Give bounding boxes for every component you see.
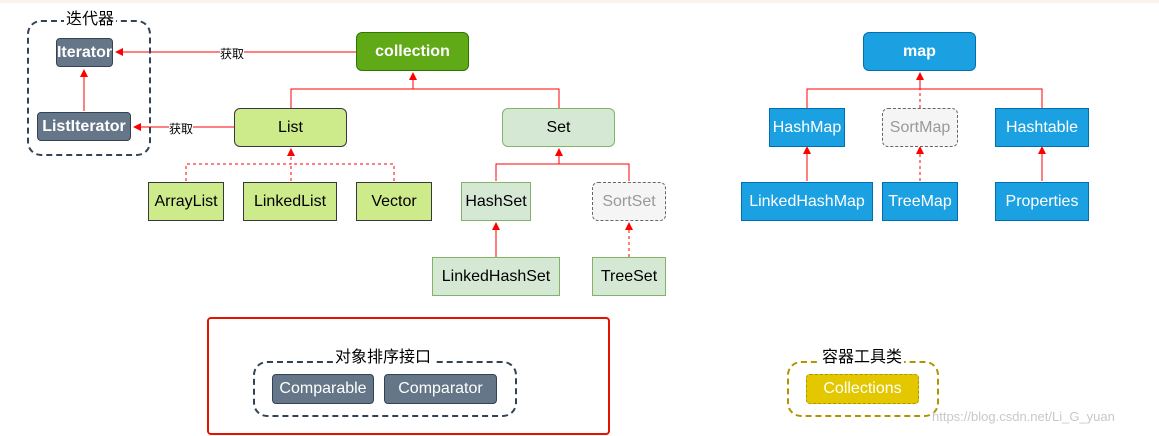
top-edge-strip bbox=[0, 0, 1159, 3]
edge-hashmap-to-map bbox=[806, 72, 924, 108]
iterator-node[interactable]: Iterator bbox=[56, 38, 113, 67]
linkedhashset-node[interactable]: LinkedHashSet bbox=[432, 257, 560, 296]
edge-set-to-collection bbox=[413, 88, 560, 108]
edge-list-to-collection bbox=[290, 72, 417, 108]
vector-node[interactable]: Vector bbox=[356, 182, 432, 221]
comparable-node[interactable]: Comparable bbox=[272, 374, 374, 404]
list-node[interactable]: List bbox=[234, 108, 347, 147]
edge-arraylist-to-list bbox=[185, 148, 295, 181]
compare-highlight-box bbox=[207, 317, 610, 435]
set-node[interactable]: Set bbox=[502, 108, 615, 147]
treeset-node[interactable]: TreeSet bbox=[592, 257, 666, 296]
listiterator-node[interactable]: ListIterator bbox=[37, 112, 131, 141]
sortmap-node[interactable]: SortMap bbox=[882, 108, 958, 147]
watermark-text: https://blog.csdn.net/Li_G_yuan bbox=[932, 409, 1115, 424]
linkedlist-node[interactable]: LinkedList bbox=[243, 182, 337, 221]
hashset-node[interactable]: HashSet bbox=[461, 182, 531, 221]
edge-hashtable-to-map bbox=[920, 88, 1043, 108]
collections-node[interactable]: Collections bbox=[806, 374, 919, 404]
tools-group-title: 容器工具类 bbox=[820, 343, 905, 367]
collection-node[interactable]: collection bbox=[356, 32, 469, 71]
edge-vector-to-list bbox=[291, 163, 395, 181]
linkedhashmap-node[interactable]: LinkedHashMap bbox=[741, 182, 873, 221]
sortset-node[interactable]: SortSet bbox=[592, 182, 666, 221]
edge-label-get-iterator: 获取 bbox=[220, 45, 245, 62]
map-node[interactable]: map bbox=[863, 32, 976, 71]
iterator-group-title: 迭代器 bbox=[64, 5, 117, 29]
compare-group-title: 对象排序接口 bbox=[333, 343, 434, 367]
edge-hashset-to-set bbox=[495, 148, 563, 181]
treemap-node[interactable]: TreeMap bbox=[882, 182, 958, 221]
comparator-node[interactable]: Comparator bbox=[384, 374, 497, 404]
hashtable-node[interactable]: Hashtable bbox=[995, 108, 1089, 147]
arraylist-node[interactable]: ArrayList bbox=[148, 182, 224, 221]
hashmap-node[interactable]: HashMap bbox=[769, 108, 845, 147]
properties-node[interactable]: Properties bbox=[995, 182, 1089, 221]
edge-label-get-listiterator: 获取 bbox=[169, 120, 194, 137]
edge-sortset-to-set bbox=[559, 163, 630, 181]
